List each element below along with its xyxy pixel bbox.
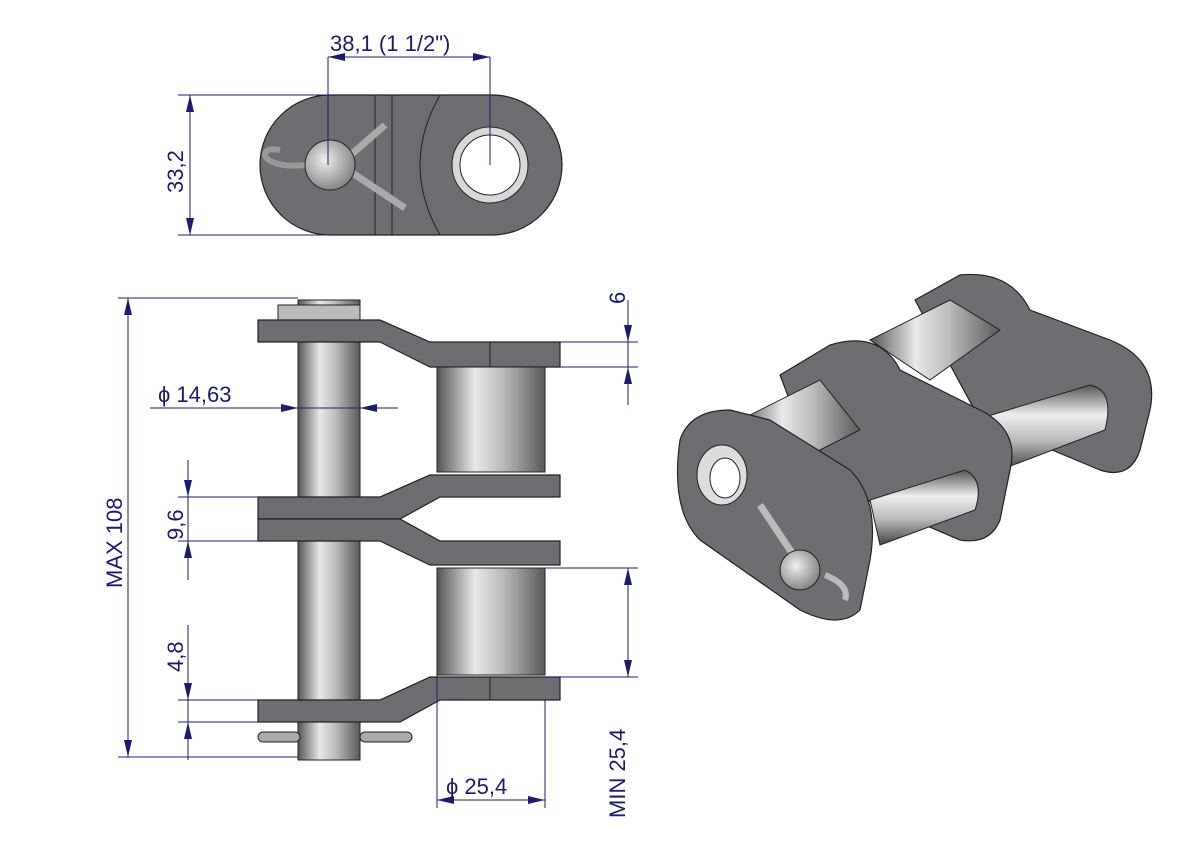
- dimension-overall-width: MAX 108: [102, 297, 298, 758]
- bottom-plate-label: 4,8: [163, 641, 188, 672]
- roller-diameter-label: ϕ 25,4: [446, 774, 507, 799]
- dimension-middle-gap: 9,6: [163, 460, 258, 580]
- dimension-plate-thickness: 6: [560, 292, 638, 405]
- plate-height-label: 33,2: [163, 150, 188, 193]
- plate-thickness-label: 6: [605, 292, 630, 304]
- dimension-roller-diameter: ϕ 25,4: [436, 675, 546, 808]
- dimension-inner-width: MIN 25,4: [545, 567, 638, 818]
- dimension-bottom-plate: 4,8: [163, 625, 258, 760]
- isometric-view: [676, 273, 1153, 621]
- top-view: [259, 94, 563, 236]
- overall-width-label: MAX 108: [102, 498, 127, 589]
- inner-width-label: MIN 25,4: [605, 729, 630, 818]
- dimension-pitch: 38,1 (1 1/2"): [327, 31, 491, 165]
- dimension-pin-diameter: ϕ 14,63: [150, 382, 398, 412]
- pitch-label: 38,1 (1 1/2"): [330, 31, 450, 56]
- dimension-plate-height: 33,2: [163, 94, 330, 236]
- side-view: [257, 299, 561, 761]
- pin-diameter-label: ϕ 14,63: [158, 382, 232, 407]
- middle-gap-label: 9,6: [163, 509, 188, 540]
